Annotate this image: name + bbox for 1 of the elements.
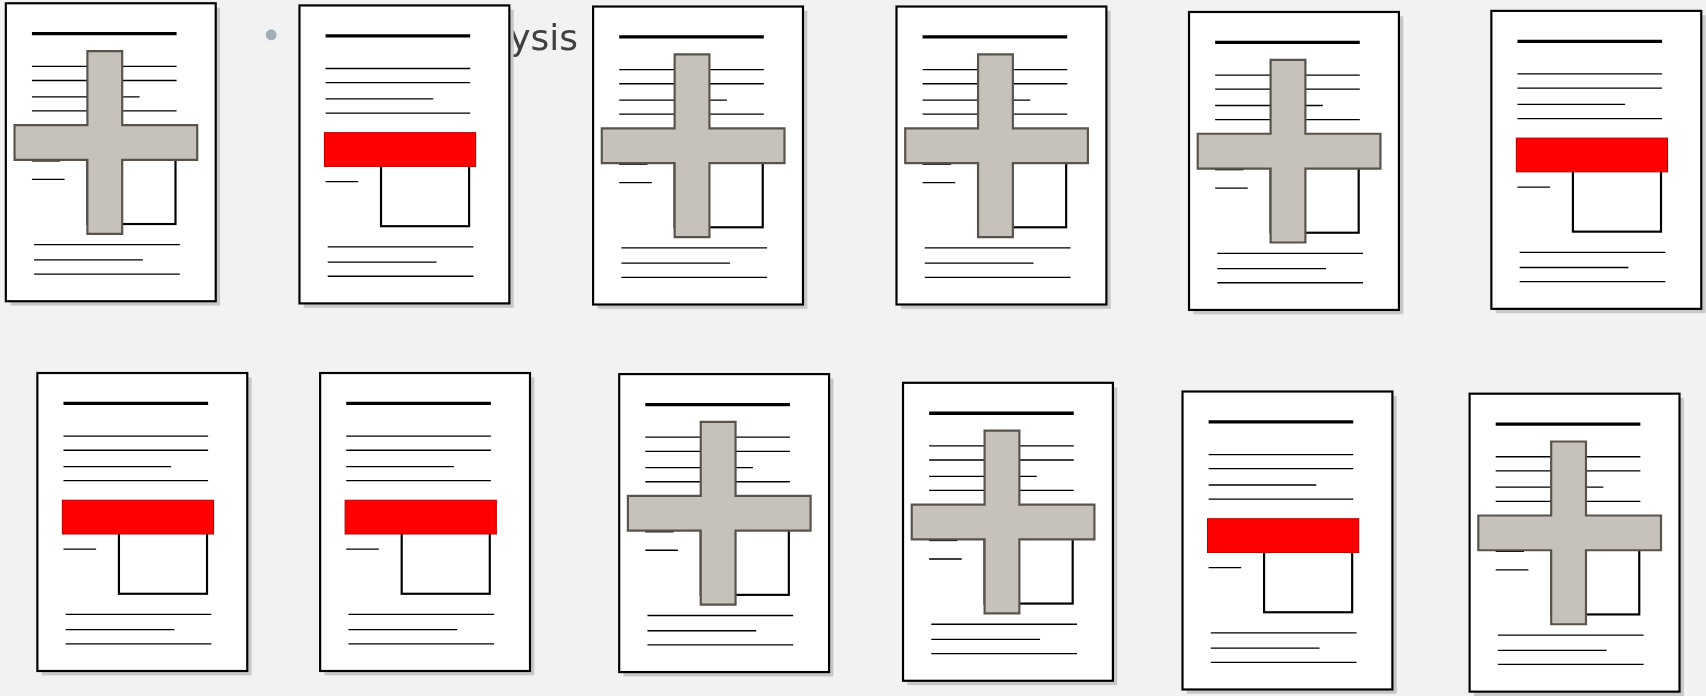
heading-text: ysis	[509, 19, 578, 56]
